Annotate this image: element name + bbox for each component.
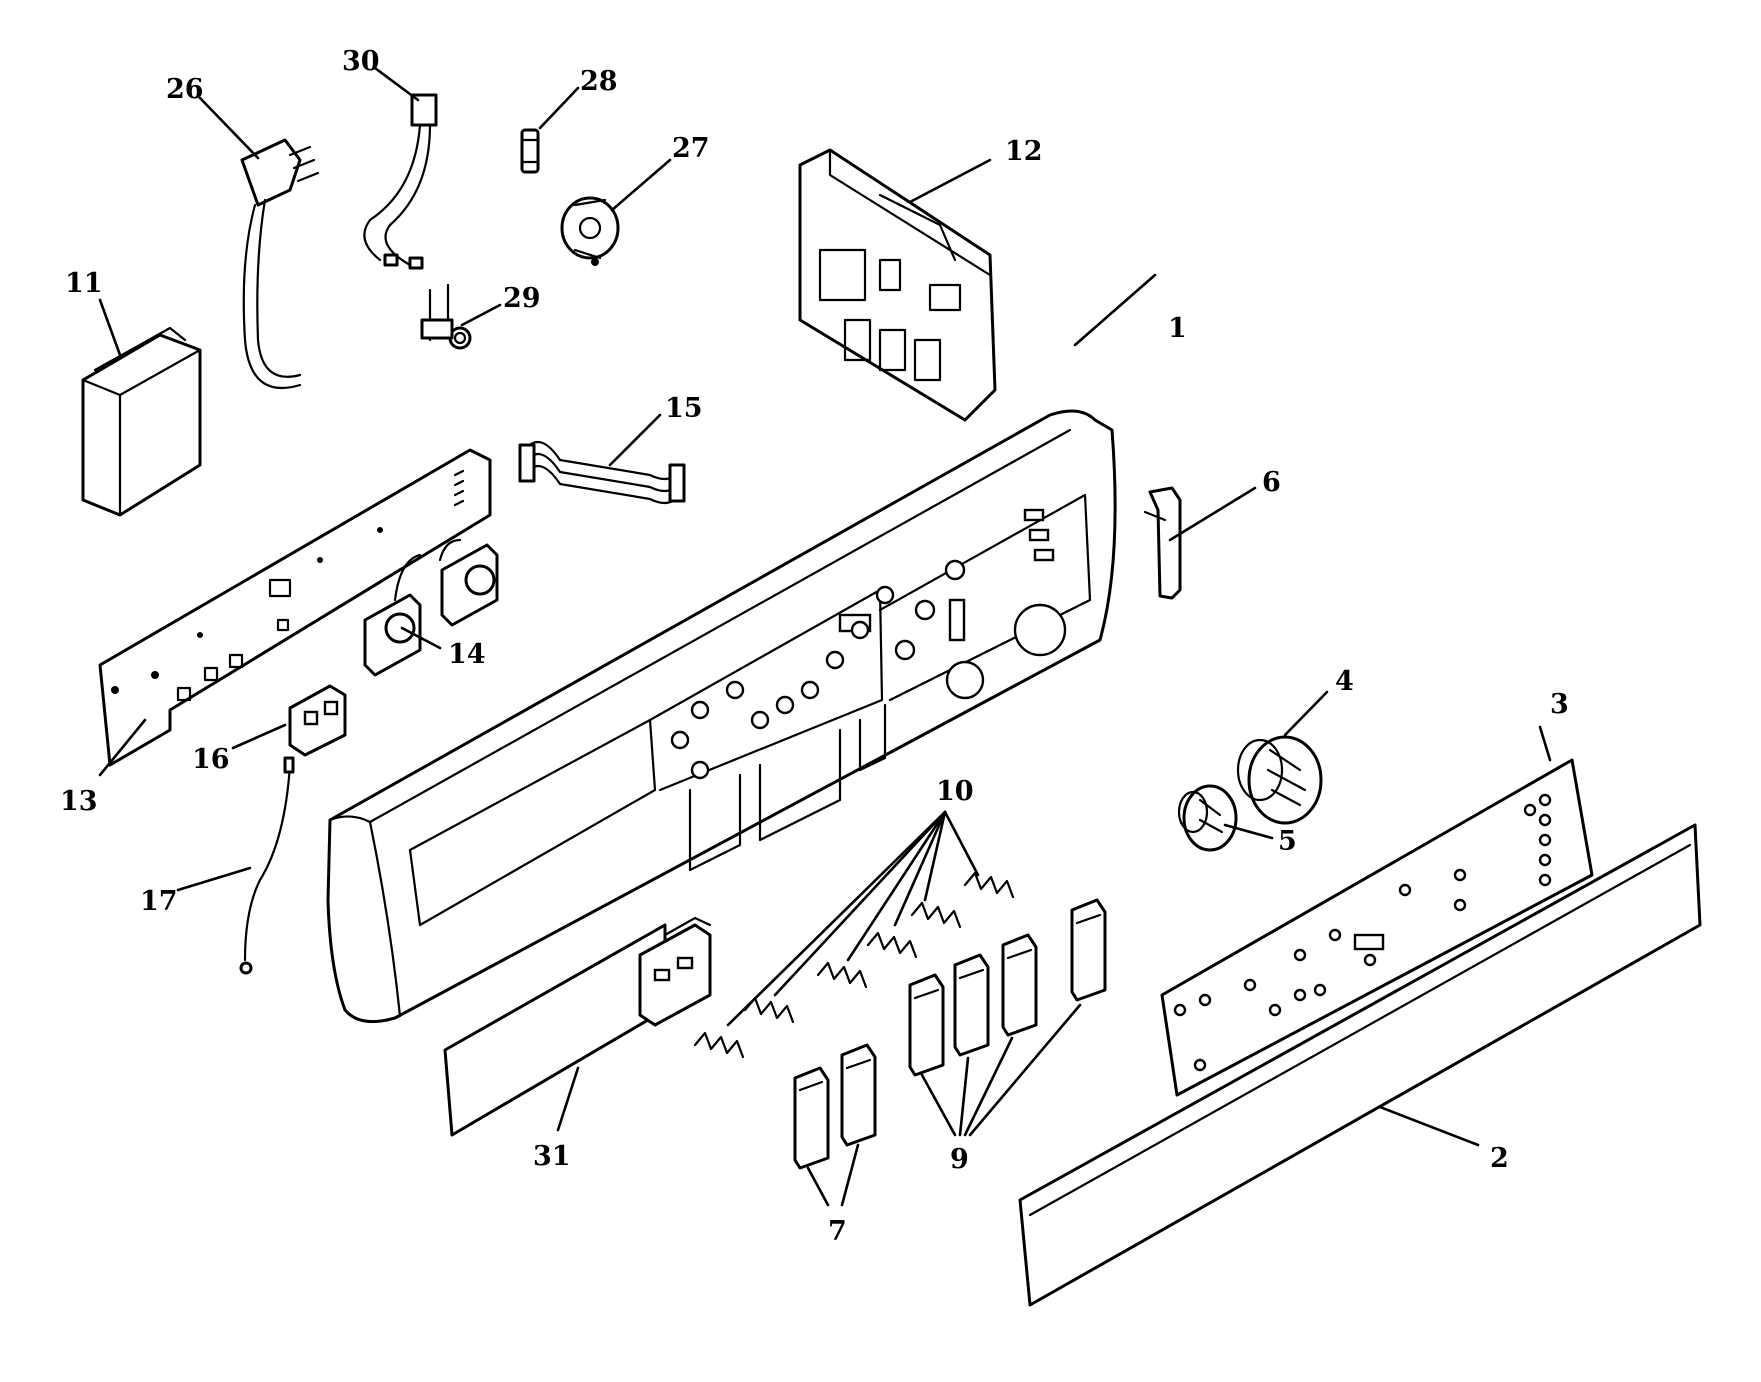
callout-2: 2 xyxy=(1490,1143,1509,1174)
push-buttons-9 xyxy=(908,898,1107,1077)
leader-10e xyxy=(923,810,947,902)
leader-26 xyxy=(198,96,260,160)
callout-5: 5 xyxy=(1278,826,1297,857)
leader-10f xyxy=(943,810,980,877)
springs xyxy=(693,871,1015,1059)
leader-9b xyxy=(958,1056,970,1137)
electronic-module xyxy=(798,148,997,422)
callout-11: 11 xyxy=(65,268,103,299)
callout-27: 27 xyxy=(672,133,710,164)
ribbon-cable xyxy=(518,440,686,505)
callout-6: 6 xyxy=(1262,467,1281,498)
motor xyxy=(560,196,620,266)
knob-large xyxy=(1236,735,1323,825)
leader-15 xyxy=(608,413,662,467)
ground-wire xyxy=(239,756,295,975)
control-faceplate xyxy=(1160,758,1594,1097)
callout-31: 31 xyxy=(533,1141,571,1172)
callout-1: 1 xyxy=(1168,313,1187,344)
callout-17: 17 xyxy=(140,886,178,917)
leader-11 xyxy=(98,298,122,357)
callout-13: 13 xyxy=(60,786,98,817)
callout-26: 26 xyxy=(166,74,204,105)
fuse xyxy=(520,128,540,174)
leader-29 xyxy=(460,303,502,327)
main-circuit-board xyxy=(98,448,492,767)
switch-block xyxy=(288,684,347,757)
leader-10d xyxy=(893,810,947,927)
side-bracket xyxy=(1143,486,1182,600)
leader-7a xyxy=(806,1166,830,1207)
knob-small xyxy=(1177,784,1238,852)
callout-7: 7 xyxy=(828,1216,847,1247)
push-buttons-7 xyxy=(793,1043,877,1170)
callout-10: 10 xyxy=(936,776,974,807)
callout-15: 15 xyxy=(665,393,703,424)
leader-31 xyxy=(556,1066,580,1132)
leader-lines xyxy=(98,66,1552,1207)
selector-switches xyxy=(363,538,499,677)
callout-12: 12 xyxy=(1005,136,1043,167)
leader-13 xyxy=(98,718,147,777)
leader-10a xyxy=(726,810,947,1027)
callout-30: 30 xyxy=(342,46,380,77)
leader-30 xyxy=(373,66,420,102)
leader-1 xyxy=(1073,273,1157,347)
leader-10c xyxy=(846,810,947,962)
leader-28 xyxy=(538,86,580,130)
leader-6 xyxy=(1168,486,1257,542)
power-cord xyxy=(240,138,320,390)
leader-16 xyxy=(231,723,287,750)
callout-29: 29 xyxy=(503,283,541,314)
leader-3 xyxy=(1538,725,1552,762)
callout-16: 16 xyxy=(192,744,230,775)
front-trim-strip xyxy=(1018,823,1702,1307)
leader-2 xyxy=(1378,1105,1480,1147)
callout-9: 9 xyxy=(950,1144,969,1175)
callout-3: 3 xyxy=(1550,689,1569,720)
callout-28: 28 xyxy=(580,66,618,97)
leader-5 xyxy=(1223,823,1274,840)
leader-9a xyxy=(920,1073,957,1137)
callout-4: 4 xyxy=(1335,666,1354,697)
screws-and-clip xyxy=(420,283,472,350)
callout-labels: 1 2 3 4 5 6 7 9 10 11 12 13 14 15 16 17 … xyxy=(60,46,1569,1247)
leader-14 xyxy=(400,626,442,650)
display-board xyxy=(443,916,712,1137)
leader-4 xyxy=(1283,690,1329,737)
callout-14: 14 xyxy=(448,639,486,670)
leader-10b xyxy=(773,810,947,997)
leader-27 xyxy=(610,158,672,212)
leader-9d xyxy=(968,1003,1082,1137)
control-panel-housing xyxy=(326,409,1117,1024)
box-cover xyxy=(81,326,202,517)
leader-17 xyxy=(176,866,252,892)
leader-7a xyxy=(840,1143,860,1207)
leader-12 xyxy=(908,158,992,204)
leader-9c xyxy=(963,1036,1014,1137)
wire-harness xyxy=(363,93,438,270)
